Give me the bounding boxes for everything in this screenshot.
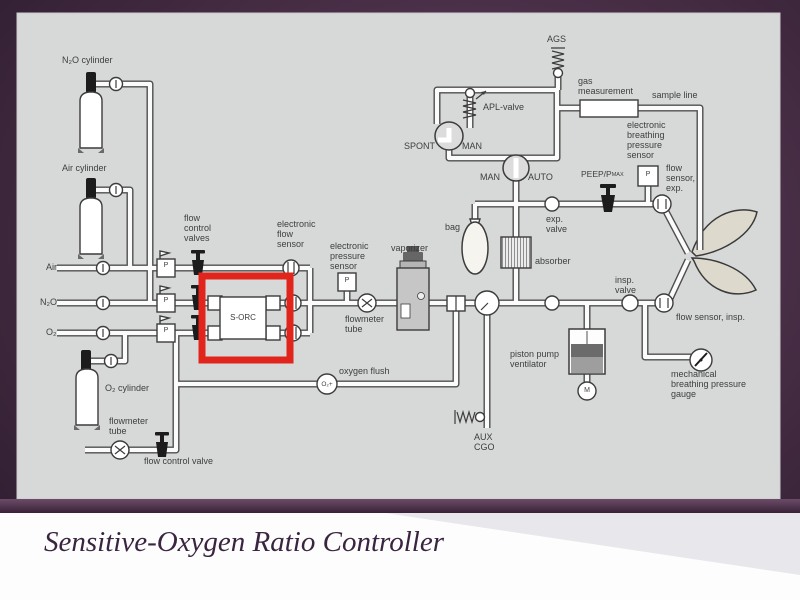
label-sample-line: sample line <box>652 90 698 100</box>
diagram-panel <box>16 12 781 500</box>
mechanical-gauge-dial <box>689 348 713 372</box>
gas-measurement-box <box>579 99 639 118</box>
label-man-spont: MAN <box>462 141 482 151</box>
bottom-gray-wedge <box>385 513 800 575</box>
ags-valve-assembly <box>551 47 565 79</box>
bottom-purple-strip <box>0 499 800 513</box>
label-oxygen-flush: oxygen flush <box>339 366 390 376</box>
label-piston-pump-ventilator: piston pump ventilator <box>510 349 560 369</box>
s-orc-block <box>207 295 281 341</box>
label-flow-sensor-exp: flow sensor, exp. <box>666 163 696 193</box>
flowmeter-tube-center <box>357 293 377 313</box>
man-auto-switch <box>502 154 530 182</box>
label-apl-valve: APL-valve <box>483 102 525 112</box>
exp-valve-circle <box>544 196 560 212</box>
label-flowmeter-tube-bottom: flowmeter tube <box>109 416 149 436</box>
label-flow-control-valve-bottom: flow control valve <box>144 456 214 466</box>
label-bag: bag <box>445 222 461 232</box>
spont-man-switch <box>434 121 464 151</box>
s-orc-highlight-box <box>198 272 294 364</box>
insp-valve-circle <box>621 294 639 312</box>
aux-cgo-valve <box>454 409 486 425</box>
label-air-cylinder: Air cylinder <box>62 163 107 173</box>
oxygen-flush-button <box>316 373 338 395</box>
label-o2-cylinder: O₂ cylinder <box>105 383 150 393</box>
fresh-gas-check-valve <box>544 295 560 311</box>
label-gas-measurement: gas measurement <box>578 76 634 96</box>
label-motor-m: M <box>584 387 590 394</box>
vaporizer-unit <box>396 246 430 331</box>
electronic-pressure-sensor-box <box>337 272 357 292</box>
bottom-band <box>0 513 800 600</box>
breathing-pressure-sensor-box <box>637 165 659 187</box>
label-air-line: Air <box>46 262 57 272</box>
label-flow-control-valves: flow control valves <box>184 213 212 243</box>
label-electronic-pressure-sensor: electronic pressure sensor <box>330 241 369 271</box>
label-o2-flush-symbol: O₂+ <box>321 381 333 388</box>
label-vaporizer: vaporizer <box>391 243 429 253</box>
pressure-regulators <box>156 250 176 343</box>
label-regulator-p-n2o: P <box>163 297 169 304</box>
label-ags: AGS <box>547 34 567 44</box>
co2-absorber <box>500 236 532 269</box>
flow-sensor-insp-circle <box>654 293 674 313</box>
piston-pump-ventilator-unit <box>568 328 606 401</box>
label-auto: AUTO <box>528 172 553 182</box>
label-aux-cgo: AUX CGO <box>474 432 495 452</box>
label-flowmeter-tube-center: flowmeter tube <box>345 314 385 334</box>
apl-valve-assembly <box>462 87 487 119</box>
label-regulator-p-air: P <box>163 262 169 269</box>
label-insp-valve: insp. valve <box>615 275 637 295</box>
label-peep-pmax: PEEP/P MAX <box>581 169 624 179</box>
motor-circle <box>577 381 597 401</box>
label-breathing-pressure-sensor-p: P <box>645 171 651 178</box>
patient-lungs <box>690 209 758 295</box>
peep-pmax-valve <box>600 184 616 212</box>
flow-control-valve-bottom <box>155 432 169 457</box>
breathing-bag <box>461 218 489 275</box>
label-regulator-p-o2: P <box>163 327 169 334</box>
label-peep-pmax-main: PEEP/P <box>581 169 612 179</box>
n2o-cylinder <box>78 72 104 153</box>
label-electronic-breathing-pressure-sensor: electronic breathing pressure sensor <box>627 120 666 160</box>
check-valves <box>95 76 124 369</box>
label-o2-line: O₂ <box>46 327 57 337</box>
o2-cylinder <box>74 350 100 430</box>
label-electronic-flow-sensor: electronic flow sensor <box>277 219 316 249</box>
label-flow-sensor-insp: flow sensor, insp. <box>676 312 746 322</box>
label-pressure-sensor-p: P <box>344 277 350 284</box>
decoupling-valve <box>474 290 500 316</box>
flow-sensor-exp-circle <box>652 194 672 214</box>
label-exp-valve: exp. valve <box>546 214 568 234</box>
label-man-auto-man: MAN <box>480 172 500 182</box>
label-spont: SPONT <box>404 141 436 151</box>
fresh-gas-connector <box>446 295 466 312</box>
label-n2o-cylinder: N₂O cylinder <box>62 55 113 65</box>
label-peep-pmax-sub: MAX <box>611 172 624 178</box>
label-absorber: absorber <box>535 256 571 266</box>
label-mechanical-gauge: mechanical breathing pressure gauge <box>671 369 747 399</box>
label-n2o-line: N₂O <box>40 297 57 307</box>
slide-title: Sensitive-Oxygen Ratio Controller <box>44 526 444 558</box>
label-s-orc: S-ORC <box>230 313 256 322</box>
air-cylinder <box>78 178 104 259</box>
flowmeter-tube-bottom <box>110 440 130 460</box>
